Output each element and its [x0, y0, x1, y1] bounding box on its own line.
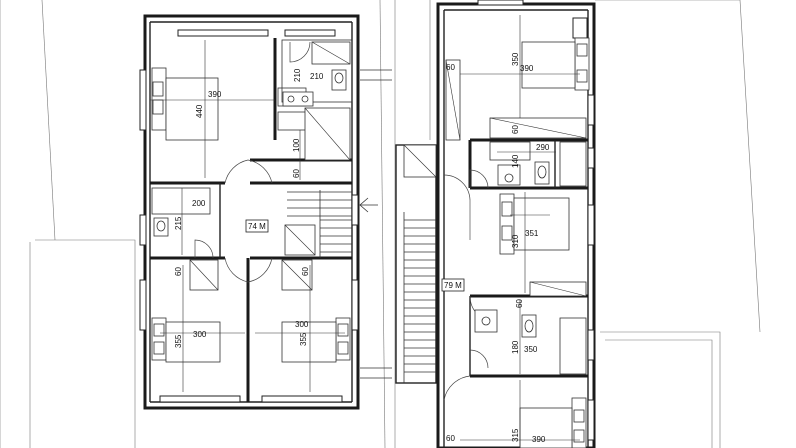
l-wc-200: 200 [192, 199, 206, 208]
site-outline [0, 0, 761, 448]
dimension-labels: 74 M 79 M 390 440 210 210 100 60 200 215… [174, 52, 550, 444]
right-bathroom-2 [469, 300, 587, 375]
r-top-390: 390 [520, 64, 534, 73]
l-bath-height: 210 [293, 68, 302, 82]
r-bot-315: 315 [511, 428, 520, 442]
r-mid-60b: 60 [515, 299, 524, 308]
r-bath-140: 140 [511, 154, 520, 168]
r-top-60: 60 [446, 63, 455, 72]
l-bed1-width: 390 [208, 90, 222, 99]
l-bath-width: 210 [310, 72, 324, 81]
l-bed3-60: 60 [301, 267, 310, 276]
left-bedroom-2 [151, 259, 245, 392]
r-bath-290: 290 [536, 143, 550, 152]
right-area-label: 79 M [444, 281, 462, 290]
right-area-box [441, 278, 465, 292]
l-bed2-width: 300 [193, 330, 207, 339]
l-bed3-width: 300 [295, 320, 309, 329]
l-bed1-height: 440 [195, 104, 204, 118]
right-bedroom-middle [443, 174, 587, 323]
right-bedroom-top [445, 15, 590, 141]
r-bot-60: 60 [446, 434, 455, 443]
l-hall-60: 60 [292, 169, 301, 178]
r-bath2-350: 350 [524, 345, 538, 354]
left-wc [151, 187, 214, 259]
l-bed2-60: 60 [174, 267, 183, 276]
r-bed-310: 310 [511, 234, 520, 248]
left-unit-windows [139, 29, 359, 403]
left-bathroom [281, 39, 353, 107]
r-top-350: 350 [511, 52, 520, 66]
left-area-box [245, 219, 269, 233]
l-hall-100: 100 [292, 138, 301, 152]
left-hall [224, 130, 378, 283]
left-bedroom-3 [255, 259, 351, 392]
left-area-label: 74 M [248, 222, 266, 231]
central-stair [360, 69, 437, 384]
right-bathroom-1 [469, 141, 587, 189]
r-bot-390: 390 [532, 435, 546, 444]
r-mid-60: 60 [511, 125, 520, 134]
r-bath2-180: 180 [511, 340, 520, 354]
l-wc-215: 215 [174, 216, 183, 230]
l-bed2-height: 355 [174, 334, 183, 348]
l-bed3-height: 355 [299, 332, 308, 346]
r-bed-351: 351 [525, 229, 539, 238]
right-bedroom-bottom [443, 375, 587, 448]
